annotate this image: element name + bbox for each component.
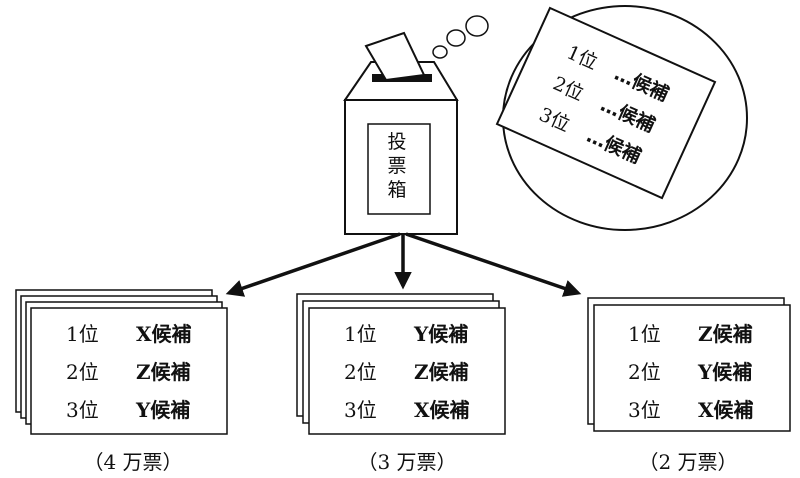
rank-label: 3位: [628, 398, 661, 422]
ballot-row: 1位 X候補: [66, 318, 192, 347]
candidate-letter: Y: [414, 322, 429, 346]
thought-dot-small: [432, 45, 448, 59]
rank-label: 3位: [66, 398, 99, 422]
thought-dot-large: [465, 15, 489, 37]
candidate-letter: Y: [698, 360, 713, 384]
candidate-label: 候補: [712, 322, 753, 346]
ballot-box-label-char: 箱: [387, 179, 407, 201]
ballot-stack-3: [587, 297, 791, 432]
candidate-label: 候補: [150, 398, 191, 422]
candidate-label: 候補: [428, 322, 469, 346]
ballot-stack-1: [15, 289, 228, 435]
rank-label: 2位: [66, 360, 99, 384]
ballot-box-label: 投 票 箱: [372, 130, 422, 202]
arrow-left: [225, 232, 401, 297]
arrow-right: [405, 232, 582, 297]
ballot-box: [343, 31, 459, 235]
ballot-row: 3位 X候補: [344, 394, 470, 423]
thought-dot-medium: [446, 29, 466, 47]
rank-label: 1位: [66, 322, 99, 346]
rank-label: 1位: [344, 322, 377, 346]
thought-ballot: [495, 6, 717, 200]
ballot-box-label-char: 投: [387, 131, 407, 153]
candidate-label: 候補: [428, 360, 469, 384]
ballot-row: 1位 Z候補: [628, 318, 753, 347]
candidate-letter: X: [414, 398, 430, 422]
candidate-label: 候補: [151, 322, 192, 346]
rank-label: 2位: [344, 360, 377, 384]
ballot-stack-2: [296, 293, 506, 435]
candidate-letter: Z: [698, 322, 713, 346]
candidate-label: 候補: [712, 360, 753, 384]
vote-count: （3 万票）: [357, 450, 457, 474]
rank-label: 2位: [628, 360, 661, 384]
ballot-row: 3位 Y候補: [66, 394, 190, 423]
candidate-letter: X: [698, 398, 714, 422]
ballot-paper: [364, 31, 426, 82]
rank-label: 1位: [628, 322, 661, 346]
vote-count: （4 万票）: [83, 450, 183, 474]
candidate-letter: Z: [414, 360, 429, 384]
rank-label: 3位: [344, 398, 377, 422]
ballot-row: 2位 Z候補: [66, 356, 191, 385]
ballot-row: 2位 Z候補: [344, 356, 469, 385]
candidate-letter: X: [136, 322, 152, 346]
candidate-letter: Y: [136, 398, 151, 422]
ballot-box-label-char: 票: [387, 155, 407, 177]
candidate-label: 候補: [713, 398, 754, 422]
vote-count: （2 万票）: [638, 450, 738, 474]
ballot-box-label-frame: [367, 123, 431, 215]
ballot-row: 1位 Y候補: [344, 318, 468, 347]
ballot-row: 3位 X候補: [628, 394, 754, 423]
ballot-row: 2位 Y候補: [628, 356, 752, 385]
candidate-label: 候補: [429, 398, 470, 422]
candidate-label: 候補: [150, 360, 191, 384]
candidate-letter: Z: [136, 360, 151, 384]
